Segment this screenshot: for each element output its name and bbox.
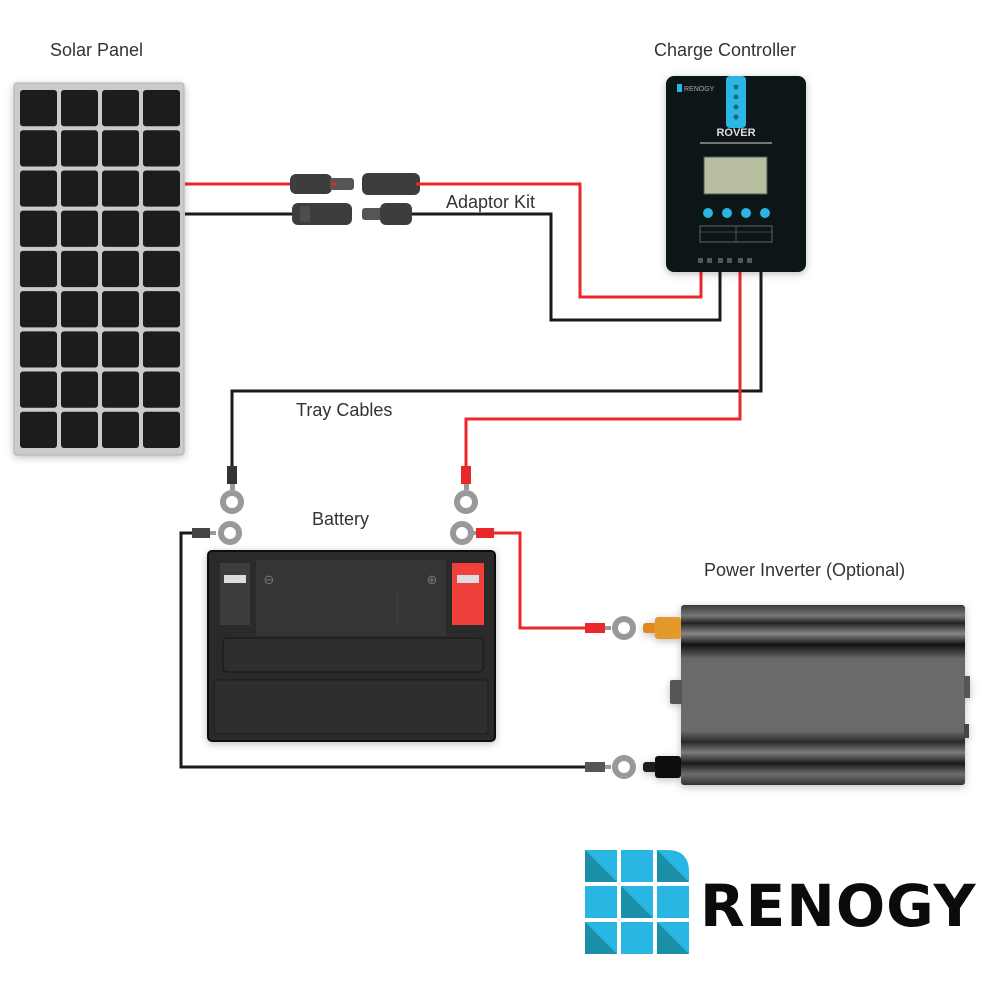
controller-button[interactable]	[722, 208, 732, 218]
tray-positive-ring-terminal	[454, 466, 478, 514]
mc4-connector-female-negative	[292, 203, 352, 225]
solar-cell	[20, 331, 57, 368]
solar-cell	[61, 411, 98, 448]
controller-lcd-screen	[703, 156, 768, 195]
solar-cell	[102, 411, 139, 448]
inverter-positive-wire	[490, 531, 590, 630]
logo-cell-shade	[657, 850, 689, 882]
logo-cell-shade	[585, 850, 617, 882]
inverter-negative-post	[643, 756, 681, 778]
solar-cell	[61, 210, 98, 247]
solar-cell	[61, 371, 98, 408]
solar-cell	[102, 371, 139, 408]
solar-cell	[20, 371, 57, 408]
controller-button[interactable]	[741, 208, 751, 218]
logo-cell-shade	[657, 922, 689, 954]
battery-label: Battery	[312, 509, 370, 529]
charge-controller-label: Charge Controller	[654, 40, 797, 60]
controller-terminals	[698, 258, 752, 263]
solar-cell	[143, 90, 180, 127]
solar-cell	[102, 130, 139, 167]
solar-cell	[20, 90, 57, 127]
logo-cell	[621, 850, 653, 882]
solar-cell	[102, 170, 139, 207]
inverter-negative-ring-terminal	[585, 755, 636, 779]
power-inverter-label: Power Inverter (Optional)	[704, 560, 906, 580]
solar-cell	[20, 210, 57, 247]
solar-cell	[102, 331, 139, 368]
solar-cell	[143, 331, 180, 368]
adaptor-kit-label: Adaptor Kit	[446, 192, 536, 212]
solar-cell	[61, 250, 98, 288]
solar-cell	[102, 90, 139, 127]
solar-cell	[20, 170, 57, 207]
ring-terminals	[192, 466, 636, 779]
solar-cell	[61, 170, 98, 207]
solar-cell	[143, 130, 180, 167]
renogy-logo-text: RENOGY	[700, 872, 977, 940]
inverter-positive-post	[643, 617, 681, 639]
tray-negative-ring-terminal	[220, 466, 244, 514]
inverter-positive-ring-terminal	[585, 616, 636, 640]
logo-cell-shade	[585, 922, 617, 954]
tray-negative-wire	[230, 262, 763, 470]
solar-cell	[102, 210, 139, 247]
solar-cell	[61, 331, 98, 368]
mc4-connector-male-negative	[362, 203, 412, 225]
inverter-negative-wire	[179, 531, 590, 769]
logo-cell	[657, 886, 689, 918]
power-inverter	[643, 605, 970, 785]
solar-panel	[13, 82, 185, 456]
logo-cell	[585, 886, 617, 918]
logo-cell-shade	[621, 886, 653, 918]
controller-button[interactable]	[703, 208, 713, 218]
wires	[179, 182, 763, 769]
controller-buttons	[703, 208, 770, 218]
solar-cell	[102, 250, 139, 288]
solar-cell	[143, 250, 180, 288]
adaptor-kit	[290, 173, 420, 225]
charge-controller: RENOGY ROVER	[666, 76, 806, 272]
solar-cell	[20, 411, 57, 448]
adaptor-negative-wire	[410, 212, 722, 322]
mc4-connector-male-positive	[290, 174, 354, 194]
solar-cell	[143, 170, 180, 207]
solar-cell	[61, 291, 98, 328]
inverter-negative-ring-terminal-battery	[192, 521, 242, 545]
solar-panel-label: Solar Panel	[50, 40, 144, 60]
solar-cells	[20, 90, 180, 448]
controller-brand: RENOGY	[684, 86, 715, 93]
solar-cell	[20, 130, 57, 167]
solar-cell	[143, 371, 180, 408]
logo-cell	[621, 922, 653, 954]
adaptor-positive-wire	[420, 182, 703, 299]
tray-positive-wire	[464, 262, 742, 470]
solar-cell	[20, 291, 57, 328]
solar-cell	[20, 250, 57, 288]
renogy-logo-icon	[585, 850, 689, 954]
solar-cell	[143, 291, 180, 328]
controller-button[interactable]	[760, 208, 770, 218]
solar-cell	[102, 291, 139, 328]
controller-model: ROVER	[716, 127, 755, 139]
controller-indicator-panel	[726, 76, 746, 128]
solar-cell	[61, 90, 98, 127]
negative-symbol: ⊖	[264, 573, 275, 588]
controller-brand-icon	[677, 84, 682, 92]
mc4-connector-female-positive	[362, 173, 420, 195]
inverter-positive-ring-terminal-battery	[450, 521, 494, 545]
negative-terminal	[220, 563, 250, 625]
tray-cables-label: Tray Cables	[296, 400, 393, 420]
battery: ⊖ ⊕	[207, 550, 496, 742]
positive-terminal	[452, 563, 484, 625]
positive-symbol: ⊕	[427, 573, 438, 588]
solar-cell	[61, 130, 98, 167]
solar-cell	[143, 210, 180, 247]
solar-cell	[143, 411, 180, 448]
